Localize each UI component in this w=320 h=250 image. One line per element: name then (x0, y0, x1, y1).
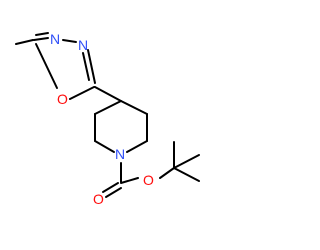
bond-tbu-methyl-right (173, 154, 200, 169)
bond-ring-link (94, 86, 122, 102)
bond-o1-c5 (35, 43, 58, 89)
bond-pip-n-c6 (94, 140, 115, 153)
atom-label-piperidine-n: N (115, 146, 125, 162)
bond-pip-c2-n (126, 140, 148, 153)
bond-c5-n4-double (35, 32, 49, 36)
atom-label-carbamate-o-double: O (93, 191, 104, 207)
bond-o-tbu (159, 167, 175, 179)
atom-label-oxadiazole-n4: N (50, 31, 60, 47)
bond-c5-n4 (33, 37, 49, 41)
molecule-diagram: N N O N O O (15, 31, 200, 207)
bond-carbonyl-o-double-a (102, 182, 119, 193)
atom-label-oxadiazole-o1: O (57, 91, 68, 107)
bond-pip-c4-c3 (120, 100, 148, 115)
bond-carbonyl-o-double-b (105, 187, 122, 198)
bond-n3-c2-double (82, 52, 90, 81)
structure-canvas: N N O N O O (15, 31, 200, 207)
bond-pip-c5-c4 (94, 100, 122, 115)
bond-methyl (15, 39, 34, 45)
bond-n4-n3 (62, 39, 77, 43)
atom-label-oxadiazole-n3: N (78, 37, 88, 53)
atom-label-carbamate-o-single: O (143, 172, 154, 188)
bond-tbu-methyl-lower (173, 167, 200, 182)
bond-carbonyl-o-single (120, 177, 139, 184)
bond-n3-c2 (87, 49, 96, 84)
bond-c2-o1 (69, 86, 95, 100)
